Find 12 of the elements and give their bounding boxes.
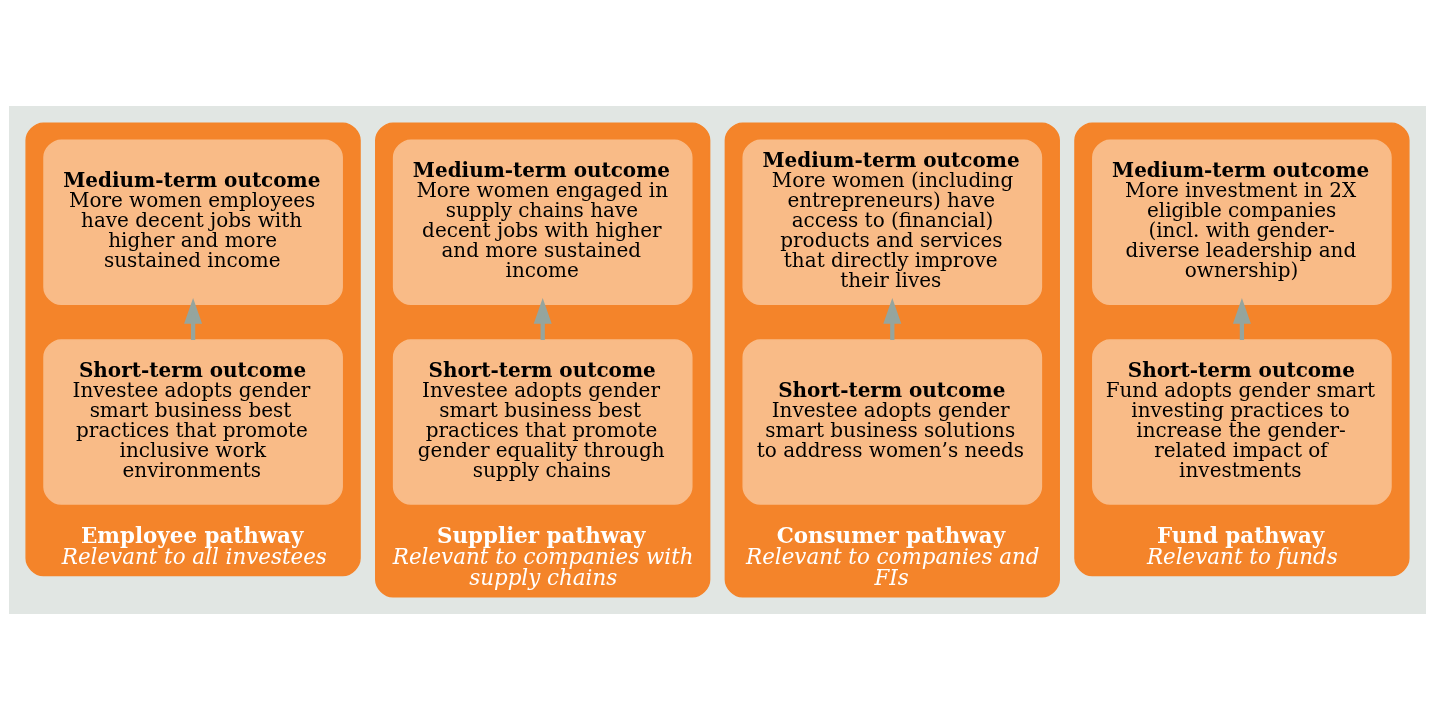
node-box: Medium-term outcome More women engaged in supply chains have decent jobs with higher and more sustained income — [392, 139, 693, 306]
arrow — [883, 298, 902, 340]
node-box: Medium-term outcome More women (including entrepreneurs) have access to (financial) products and services that directly improve their lives — [742, 139, 1043, 306]
node-box: Short-term outcome Investee adopts gender smart business best practices that promote inclusive work environments — [43, 339, 343, 505]
node-box: Short-term outcome Fund adopts gender smart investing practices to increase the gender-related impact of investments — [1092, 339, 1392, 505]
node-box: Medium-term outcome More investment in 2X eligible companies (incl. with gender-diverse leadership and ownership) — [1092, 139, 1392, 306]
node-box: Medium-term outcome More women employees have decent jobs with higher and more sustained income — [43, 139, 343, 306]
arrow — [533, 298, 552, 340]
node-box: Short-term outcome Investee adopts gender smart business solutions to address women’s needs — [742, 339, 1043, 505]
arrow — [184, 298, 203, 340]
arrow — [1232, 298, 1251, 340]
node-box: Short-term outcome Investee adopts gender smart business best practices that promote gender equality through supply chains — [392, 339, 693, 505]
